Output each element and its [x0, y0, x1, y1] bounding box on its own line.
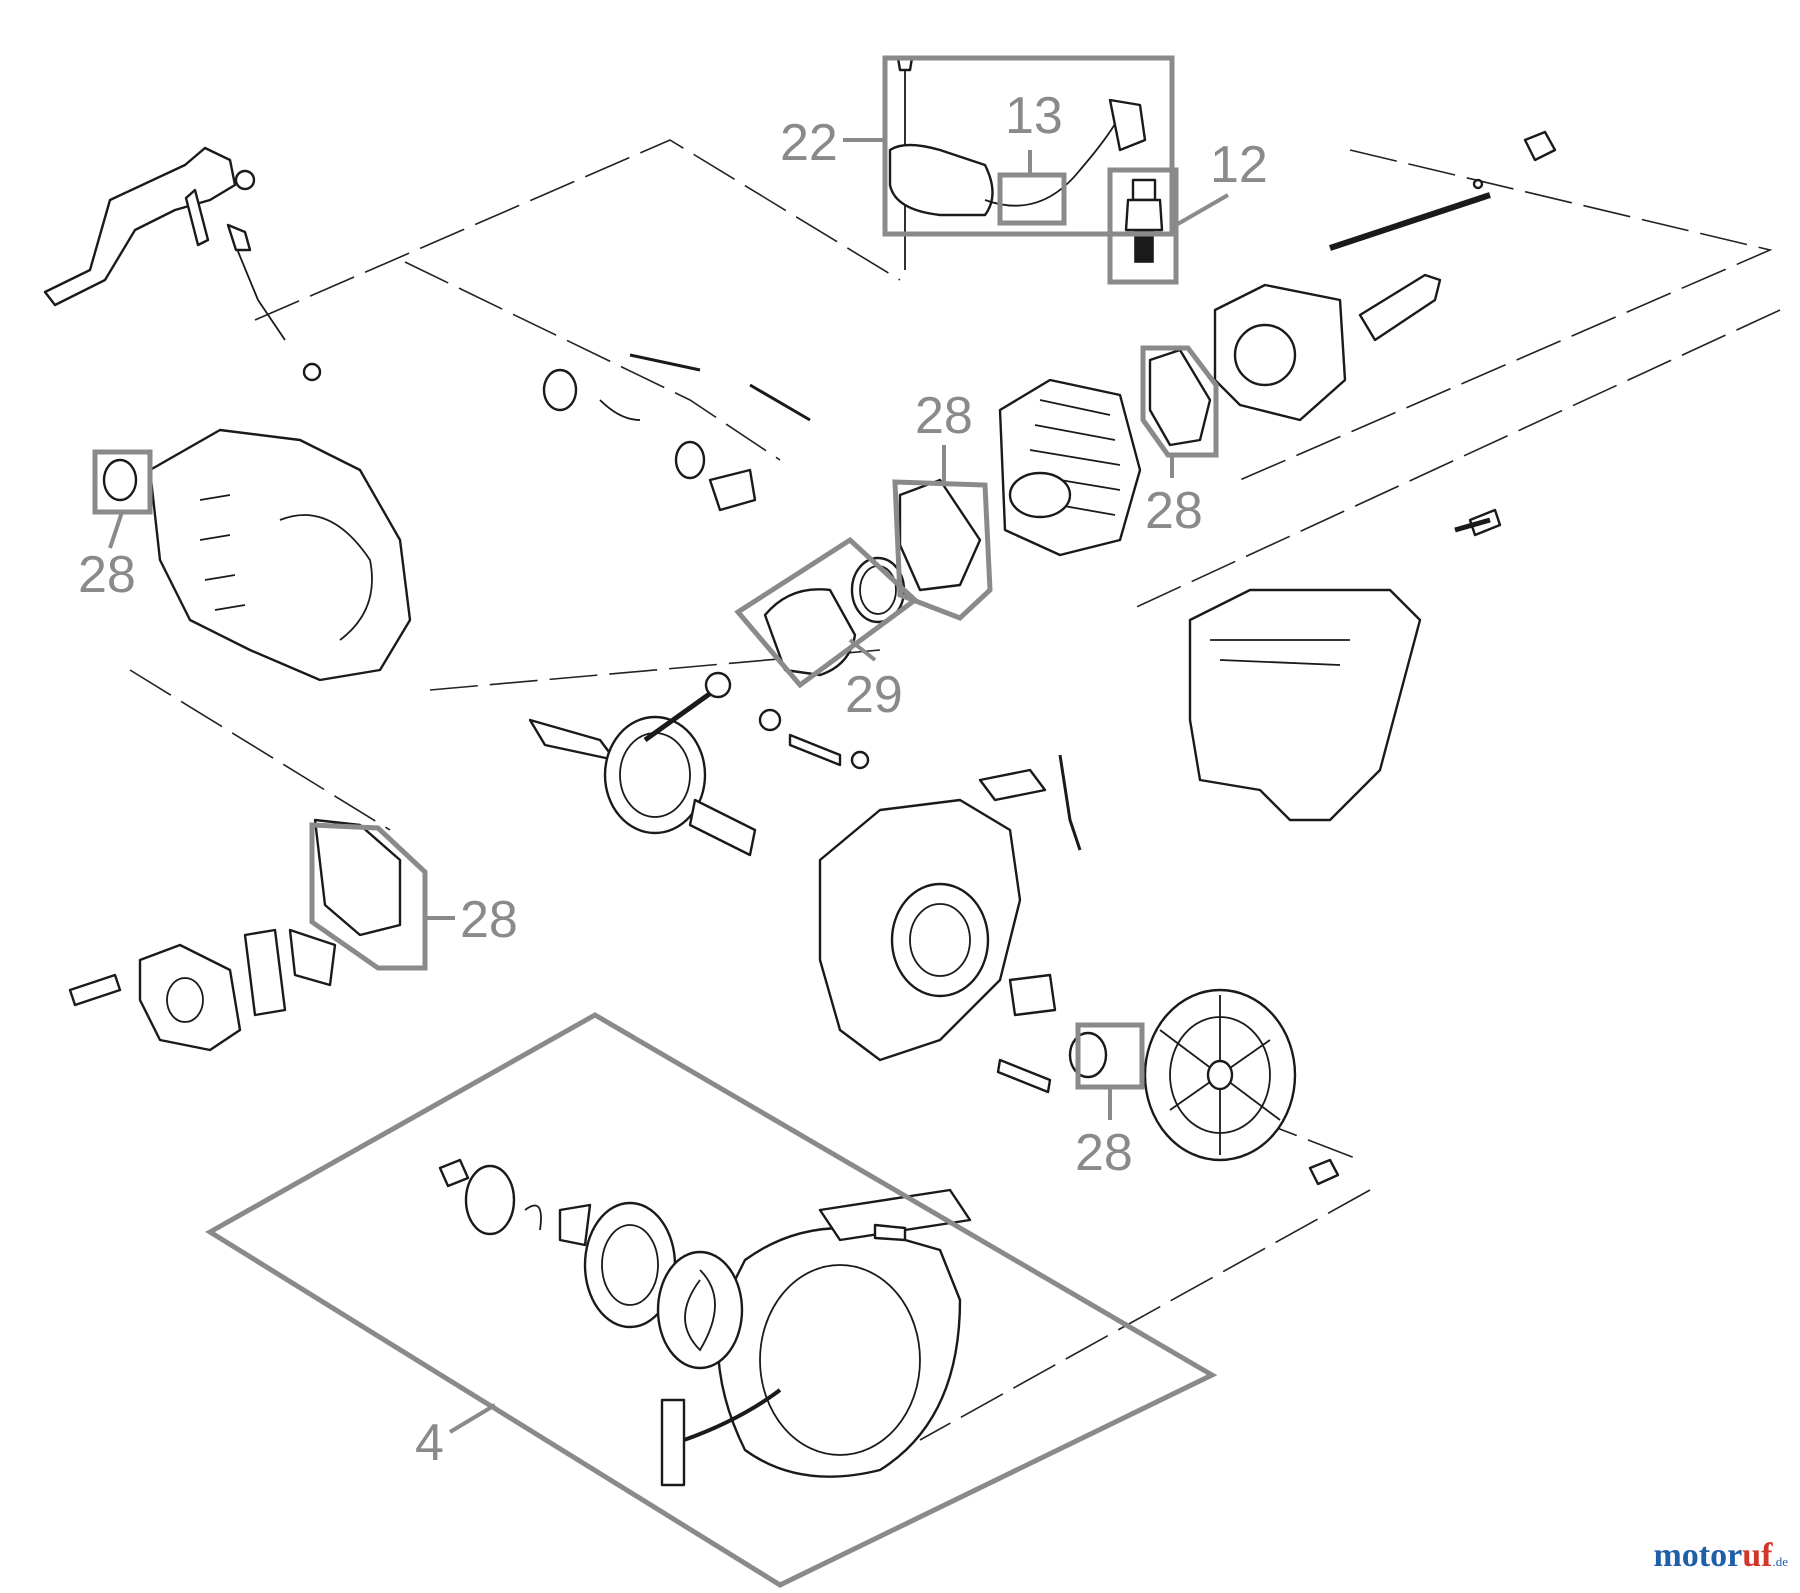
starter-kit-box — [205, 1012, 1218, 1588]
oil-seal-group — [542, 353, 811, 512]
callout-28-base-gasket: 28 — [915, 387, 973, 445]
highlight-outlines — [92, 55, 1219, 1588]
callout-28-intake-gasket: 28 — [460, 891, 518, 949]
seal-box-left — [92, 449, 153, 515]
cylinder-head — [1213, 273, 1442, 422]
watermark-part1: motor — [1653, 1537, 1743, 1574]
crankshaft — [528, 671, 870, 857]
callout-29: 29 — [845, 666, 903, 724]
ignition-kit-box — [882, 55, 1175, 237]
assembly-guide-lines — [129, 139, 1781, 1441]
callout-22: 22 — [780, 114, 838, 172]
flywheel — [1143, 988, 1340, 1186]
watermark-suffix: .de — [1772, 1554, 1788, 1569]
spark-plug-box — [1107, 167, 1179, 285]
ignition-lead-box — [997, 172, 1067, 226]
recoil-starter — [438, 1158, 972, 1487]
cylinder — [998, 378, 1142, 557]
long-stud-bolt — [1329, 130, 1557, 251]
crankcase-right — [818, 754, 1082, 1062]
cylinder-shroud — [1188, 508, 1502, 822]
callout-12: 12 — [1210, 136, 1268, 194]
callout-labels: 22 13 12 28 28 28 28 29 28 28 4 — [78, 87, 1268, 1472]
gasket-box-intake — [309, 822, 428, 971]
callout-leader-lines — [108, 138, 1229, 1434]
spark-plug — [1124, 178, 1164, 263]
parts — [43, 56, 1557, 1487]
gasket-box-base — [892, 479, 993, 621]
piston-box — [734, 536, 919, 689]
callout-28-head-gasket: 28 — [1145, 482, 1203, 540]
cylinder-base-gasket — [898, 478, 982, 592]
piston-assembly — [763, 556, 906, 677]
callout-28-right: 28 — [1075, 1124, 1133, 1182]
crankcase-bolt — [996, 1058, 1052, 1094]
callout-13: 13 — [1005, 87, 1063, 145]
intake-assembly — [68, 818, 402, 1052]
watermark-logo: motoruf.de — [1653, 1537, 1788, 1575]
callout-4: 4 — [415, 1414, 444, 1472]
gasket-box-head — [1140, 345, 1219, 458]
watermark-part2: uf — [1742, 1537, 1773, 1574]
callout-28-left: 28 — [78, 546, 136, 604]
crankcase-left — [102, 428, 412, 682]
throttle-bracket — [43, 146, 322, 382]
crank-seal-right — [1068, 1031, 1108, 1079]
